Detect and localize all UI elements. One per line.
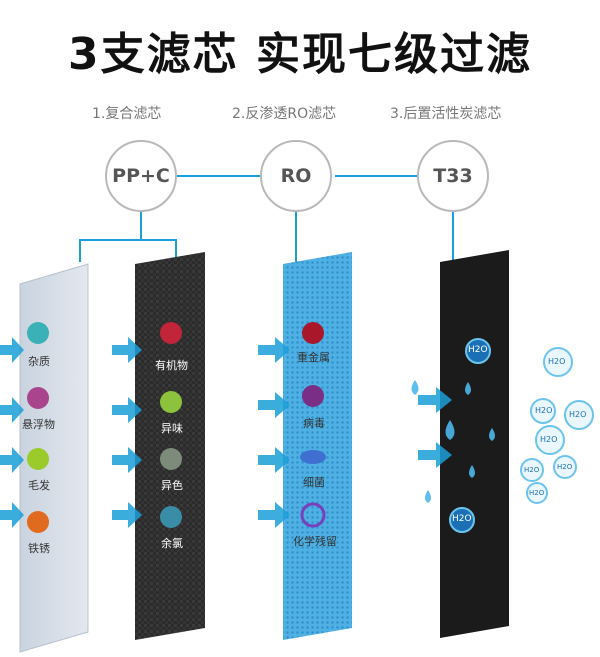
carbon-item-1: 异味 [161,422,183,435]
stage-2-label: 2.反渗透RO滤芯 [232,106,337,122]
ro-item-1: 病毒 [303,417,325,430]
stage-3-circle: T33 [417,140,489,212]
page-title: 3支滤芯 实现七级过滤 [68,29,532,80]
ro-filter-panel [283,252,352,640]
h2o-label: H2O [557,463,573,471]
pp-item-3: 铁锈 [28,542,50,555]
h2o-label: H2O [452,514,472,524]
h2o-label: H2O [540,435,558,444]
h2o-label: H2O [524,466,540,474]
t33-filter-panel [440,250,509,638]
connector-lines [79,175,454,262]
pp-filter-panel [19,263,89,653]
pp-item-2: 毛发 [28,479,50,492]
carbon-item-2: 异色 [161,479,183,492]
stage-1-circle: PP+C [105,140,177,212]
stage-1-label: 1.复合滤芯 [92,106,162,122]
ro-item-2: 细菌 [303,476,325,489]
h2o-label: H2O [569,410,587,419]
ro-item-3: 化学残留 [293,535,337,548]
stage-3-label: 3.后置活性炭滤芯 [390,106,502,122]
pp-item-0: 杂质 [28,355,50,368]
carbon-item-0: 有机物 [155,359,188,372]
h2o-label: H2O [468,345,488,355]
ro-item-0: 重金属 [297,351,330,364]
stage-2-circle: RO [260,140,332,212]
h2o-label: H2O [535,406,553,415]
pp-item-1: 悬浮物 [22,418,55,431]
flow-arrows [0,337,452,528]
h2o-label: H2O [529,489,545,497]
h2o-bubbles [520,347,594,504]
carbon-filter-panel [135,252,205,640]
carbon-item-3: 余氯 [161,537,183,550]
h2o-label: H2O [548,357,566,366]
